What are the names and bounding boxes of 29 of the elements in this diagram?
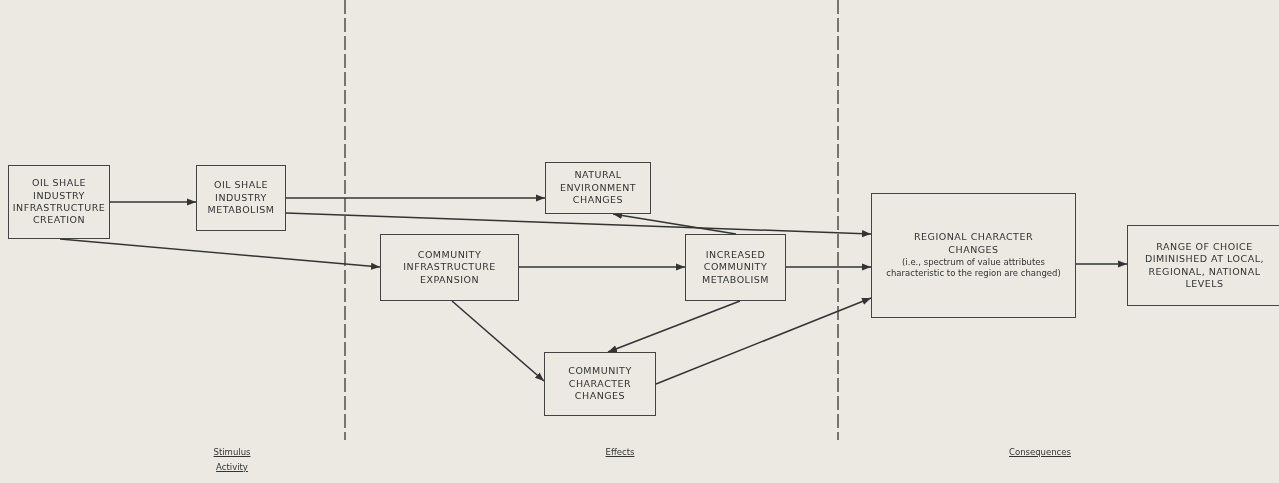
box-text: OIL SHALE INDUSTRY METABOLISM [206, 179, 276, 217]
arrow [518, 263, 686, 271]
arrow [285, 194, 546, 202]
box-note: (i.e., spectrum of value attributes characteristic to the region are changed) [885, 256, 1062, 280]
box-text: REGIONAL CHARACTER CHANGES [913, 231, 1034, 256]
box-text: RANGE OF CHOICE DIMINISHED AT LOCAL, REGIONAL, NATIONAL LEVELS [1144, 240, 1265, 291]
process-box [8, 165, 110, 239]
arrow [1075, 260, 1128, 268]
column-label: Stimulus [213, 447, 251, 457]
process-box [1127, 225, 1279, 306]
process-box [545, 162, 651, 214]
box-text: COMMUNITY CHARACTER CHANGES [567, 365, 633, 403]
arrow [285, 212, 872, 238]
arrow [655, 297, 872, 385]
arrow [451, 300, 545, 382]
process-box [196, 165, 286, 231]
process-box [380, 234, 519, 301]
arrow [607, 300, 741, 353]
column-label: Consequences [1009, 447, 1071, 457]
box-text: COMMUNITY INFRASTRUCTURE EXPANSION [402, 249, 497, 286]
box-text: NATURAL ENVIRONMENT CHANGES [558, 169, 638, 207]
box-text: INCREASED COMMUNITY METABOLISM [701, 249, 770, 286]
process-box [871, 193, 1076, 318]
process-box [685, 234, 786, 301]
column-label: Activity [216, 462, 248, 472]
box-text: OIL SHALE INDUSTRY INFRASTRUCTURE CREATION [12, 177, 106, 227]
arrow [785, 263, 872, 271]
process-box [544, 352, 656, 416]
column-label: Effects [605, 447, 635, 457]
